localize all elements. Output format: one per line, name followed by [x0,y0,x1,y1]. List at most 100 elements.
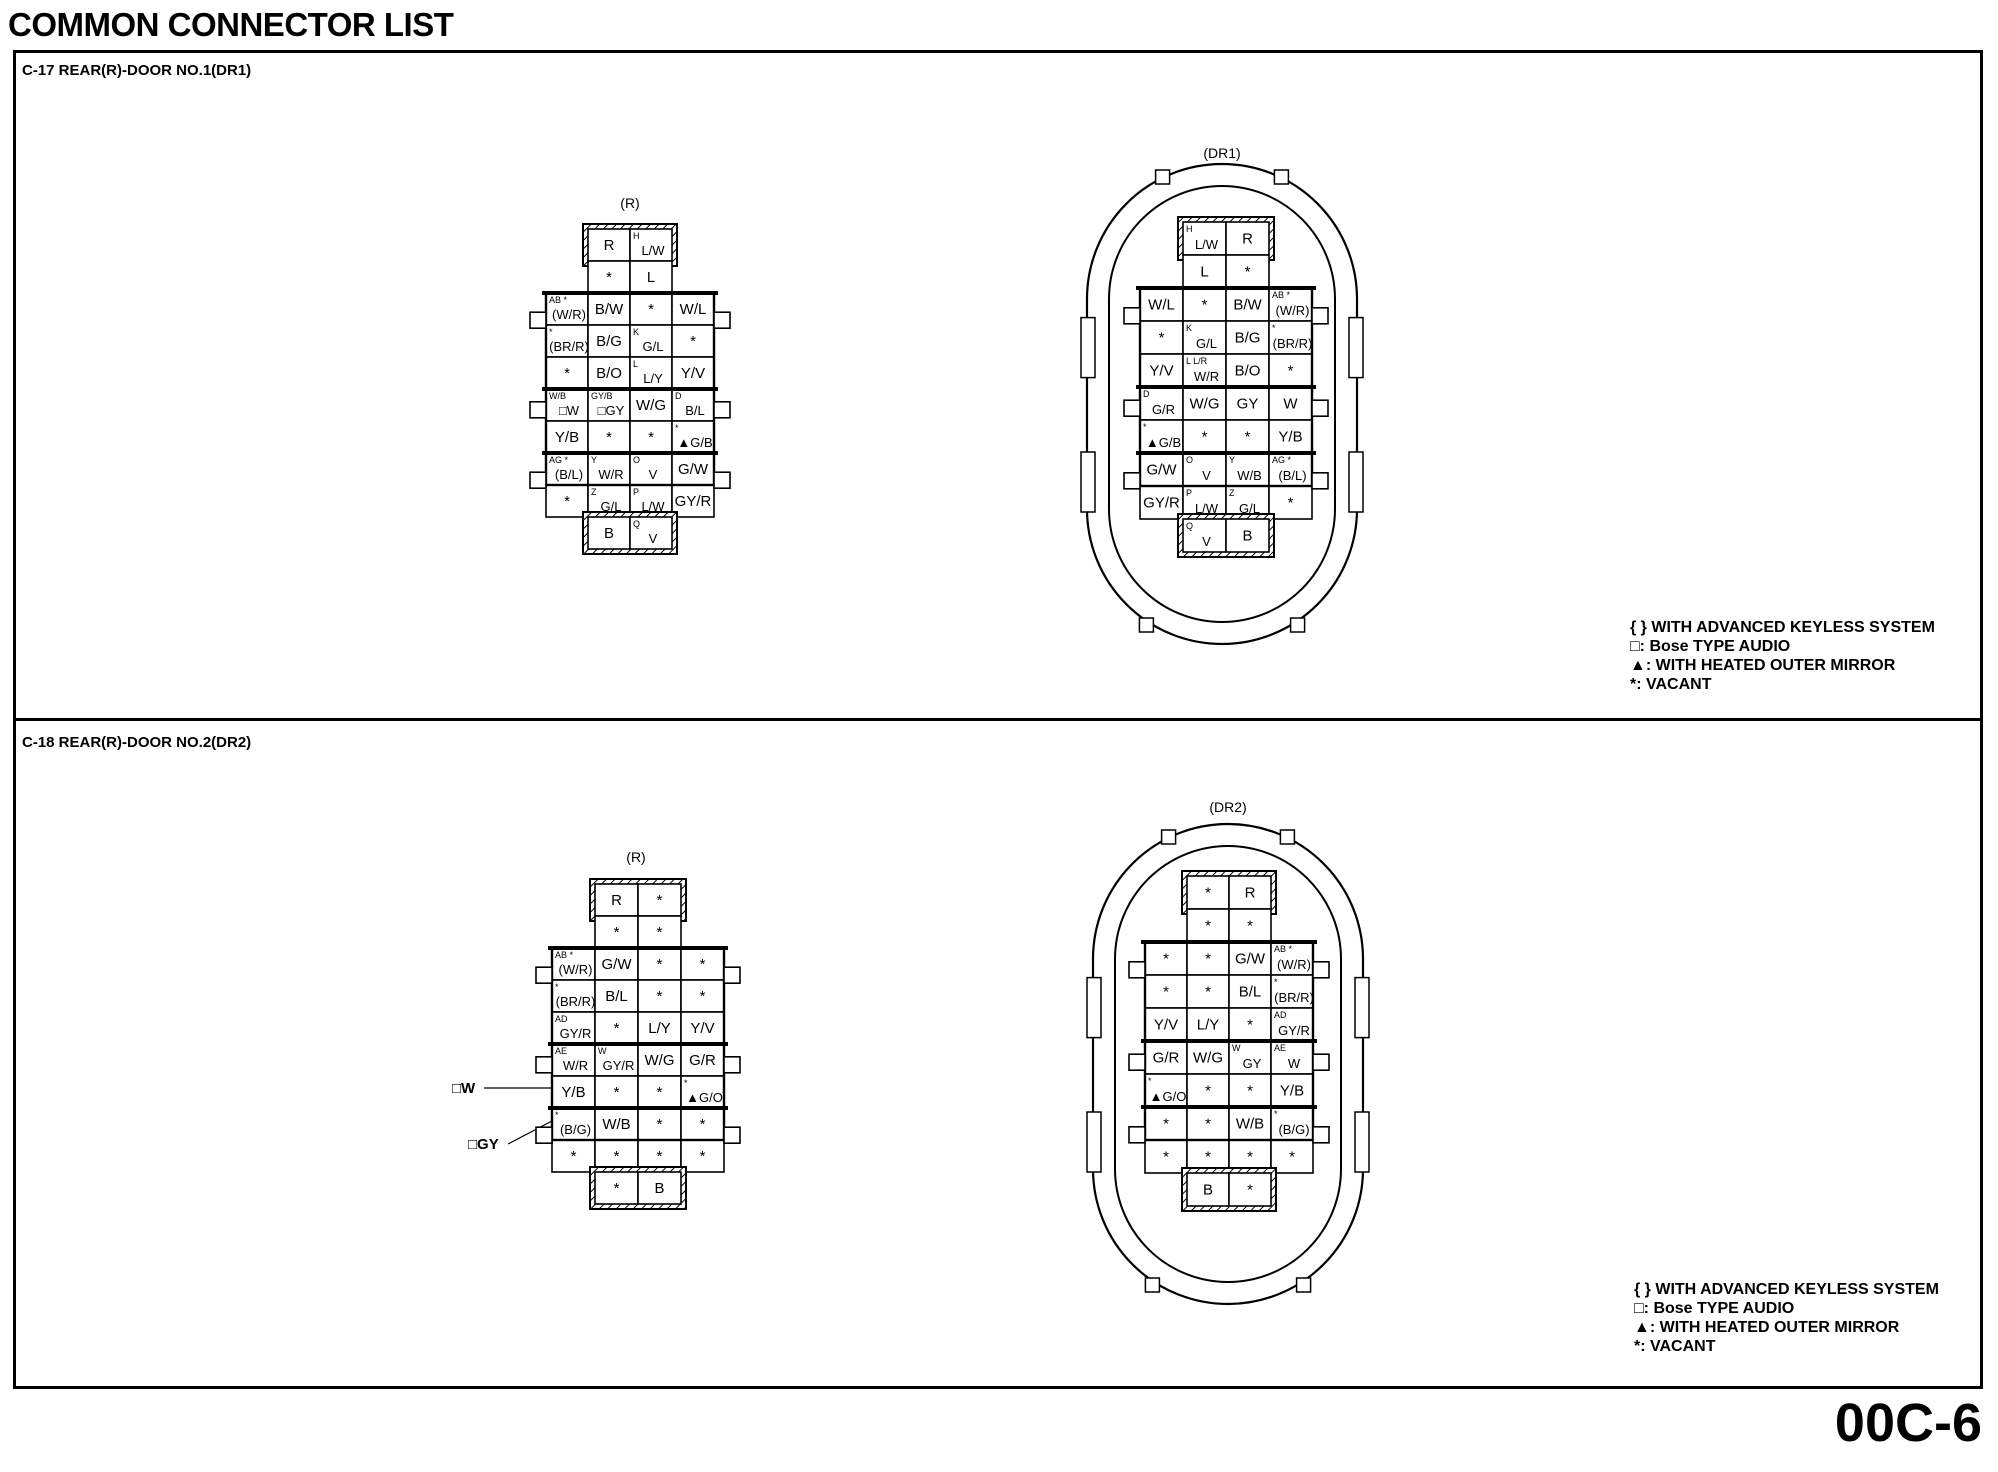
side-tab [535,1056,553,1074]
pin-tag: AB * [555,950,574,960]
pin-cell [587,260,631,294]
pin-cell [1186,974,1230,1009]
housing-boss [1080,451,1096,513]
housing-boss [1348,451,1364,513]
pin-tag: Z [591,487,597,497]
pin-label: B/W [595,301,624,318]
pin-label: L [1200,264,1208,281]
side-tab [713,471,731,490]
housing-boss [1354,1111,1370,1173]
pin-cell [1228,875,1272,910]
pin-label: □GY [598,403,625,418]
side-tab [1123,306,1141,325]
pin-label: (BR/R) [556,994,596,1009]
pin-tag: Y [591,455,597,465]
pin-cell [629,420,673,454]
legend-heated-mirror: ▲: WITH HEATED OUTER MIRROR [1630,657,1896,674]
pin-label: ▲G/B [1146,435,1181,450]
housing-outer [1085,162,1359,646]
housing-inner [1114,845,1342,1283]
pin-cell [1225,254,1270,289]
pin-tag: K [1186,323,1192,333]
pin-cell [1225,287,1270,322]
pin-label: GY [1243,1056,1262,1071]
pin-label: L/W [1195,237,1219,252]
page-number: 00C-6 [1834,1393,1982,1453]
pin-label: ▲G/O [1150,1089,1187,1104]
pin-label: GY/R [1278,1023,1310,1038]
pin-cell [1270,1139,1314,1174]
pin-cell [1182,353,1227,388]
pin-label: * [700,956,706,973]
pin-label: * [614,1020,620,1037]
pin-label: * [1163,984,1169,1001]
pin-label: * [614,1148,620,1165]
pin-cell [1225,353,1270,388]
pin-label: Y/V [1154,1017,1178,1034]
pin-label: (BR/R) [1273,336,1313,351]
pin-cell [594,1107,639,1141]
pin-tag: AG * [549,455,569,465]
pin-tag: Q [633,519,640,529]
side-tab [535,1126,553,1144]
pin-cell [1139,320,1184,355]
pin-cell [587,356,631,390]
pin-label: G/L [643,339,664,354]
pin-cell [1144,1040,1188,1075]
connector-r-c18: R***AB *(W/R)G/W***(BR/R)B/L**ADGY/R*L/Y… [535,878,741,1210]
pin-tag: P [633,487,639,497]
pin-label: B/W [1233,297,1262,314]
pin-label: * [1205,918,1211,935]
housing-notch [1154,169,1171,185]
pin-label: □W [559,403,580,418]
pin-cell [1270,941,1314,976]
pin-cell [680,979,725,1013]
pin-cell [545,356,589,390]
housing-notch [1273,169,1290,185]
pin-tag: AD [1274,1010,1287,1020]
pin-label: (B/G) [1278,1122,1309,1137]
pin-label: Y/B [561,1084,585,1101]
pin-label: * [657,1148,663,1165]
pin-label: * [1247,1017,1253,1034]
housing-notch [1160,829,1177,845]
pin-label: Y/V [690,1020,714,1037]
side-tab [529,400,547,419]
pin-cell [1225,518,1270,553]
pin-label: GY/R [1143,495,1180,512]
pin-label: W [1283,396,1298,413]
pin-label: * [648,429,654,446]
pin-label: GY/R [603,1058,635,1073]
connector-label-dr2: (DR2) [1209,799,1246,815]
pin-label: * [571,1148,577,1165]
pin-tag: L [633,359,638,369]
pin-cell [629,452,673,486]
pin-cell [671,420,715,454]
callout-bose-w: □W [452,1080,476,1097]
legend-vacant: *: VACANT [1630,676,1712,693]
pin-tag: AG * [1272,455,1292,465]
pin-cell [671,292,715,326]
pin-label: G/L [1239,501,1260,516]
side-tab [713,400,731,419]
pin-tag: * [675,423,679,433]
pin-cell [551,1139,596,1173]
pin-label: R [1242,231,1253,248]
pin-label: B [1203,1182,1213,1199]
pin-label: (B/L) [555,467,583,482]
pin-tag: W [1232,1043,1241,1053]
pin-tag: K [633,327,639,337]
pin-label: * [564,365,570,382]
pin-label: (W/R) [1277,957,1311,972]
connector-label-r-c17: (R) [620,195,639,211]
pin-tag: AE [555,1046,567,1056]
pin-label: * [1202,297,1208,314]
pin-label: B/L [685,403,705,418]
pin-tag: H [1186,224,1193,234]
section-divider [13,718,1983,721]
pin-label: * [1163,1116,1169,1133]
pin-label: R [604,237,615,254]
pin-label: (W/R) [552,307,586,322]
pin-cell [671,452,715,486]
pin-label: G/L [601,499,622,514]
